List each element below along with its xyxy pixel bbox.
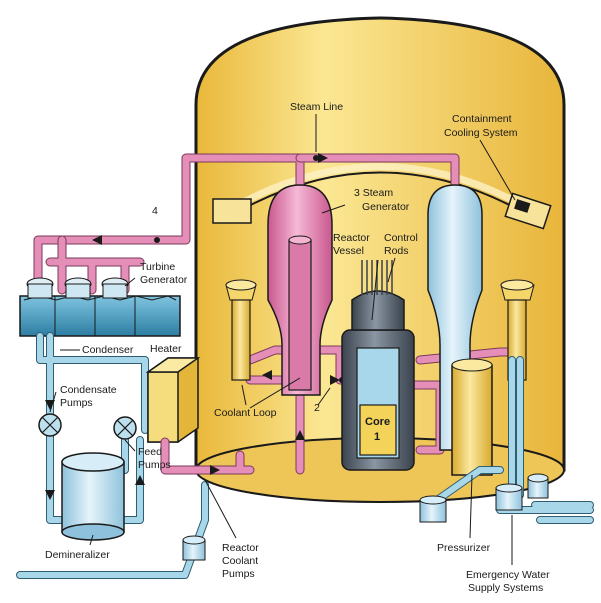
feedwater-line: [160, 437, 255, 475]
reactor-vessel: [341, 260, 415, 471]
demineralizer-tank: [61, 452, 125, 541]
leader-lines: [49, 114, 516, 565]
label-control-rods-2: Rods: [384, 245, 409, 257]
left-pump-tower: [225, 279, 257, 381]
label-demineralizer: Demineralizer: [45, 549, 110, 561]
pressurizer: [451, 358, 493, 476]
label-step-2: 2: [314, 402, 320, 414]
label-step-4: 4: [152, 205, 158, 217]
label-reactor-vessel-1: Reactor: [333, 232, 370, 244]
label-condensate-2: Pumps: [60, 397, 93, 409]
condensate-pump: [38, 413, 62, 437]
label-emergency-1: Emergency Water: [466, 569, 550, 581]
label-core-2: 1: [374, 431, 380, 443]
label-coolant-loop: Coolant Loop: [214, 407, 277, 419]
label-containment-2: Cooling System: [444, 127, 518, 139]
label-feed-1: Feed: [138, 446, 162, 458]
reactor-core: [359, 404, 397, 456]
label-feed-2: Pumps: [138, 459, 171, 471]
label-turbine-2: Generator: [140, 274, 188, 286]
label-emergency-2: Supply Systems: [468, 582, 543, 594]
label-steam-generator-1: 3 Steam: [354, 187, 393, 199]
label-reactor-vessel-2: Vessel: [333, 245, 364, 257]
label-containment-1: Containment: [452, 113, 512, 125]
label-rcp-1: Reactor: [222, 542, 259, 554]
crane-block-left: [212, 198, 252, 224]
reactor-coolant-pump: [16, 481, 209, 579]
steam-generator: [267, 184, 333, 396]
label-steam-line: Steam Line: [290, 101, 343, 113]
control-rods: [361, 260, 393, 295]
label-turbine-1: Turbine: [140, 261, 175, 273]
label-pressurizer: Pressurizer: [437, 542, 491, 554]
label-control-rods-1: Control: [384, 232, 418, 244]
emergency-water-piping: [419, 356, 594, 524]
label-rcp-2: Coolant: [222, 555, 258, 567]
label-steam-generator-2: Generator: [362, 201, 410, 213]
steam-line-pipe: [33, 153, 460, 295]
label-condenser: Condenser: [82, 344, 134, 356]
label-condensate-1: Condensate: [60, 384, 117, 396]
label-core-1: Core: [365, 416, 390, 428]
label-heater: Heater: [150, 343, 182, 355]
label-rcp-3: Pumps: [222, 568, 255, 580]
feed-pump: [113, 416, 137, 440]
turbine-generator: [19, 277, 181, 337]
heater: [145, 357, 201, 443]
labels: Steam Line Containment Cooling System 3 …: [45, 101, 550, 594]
